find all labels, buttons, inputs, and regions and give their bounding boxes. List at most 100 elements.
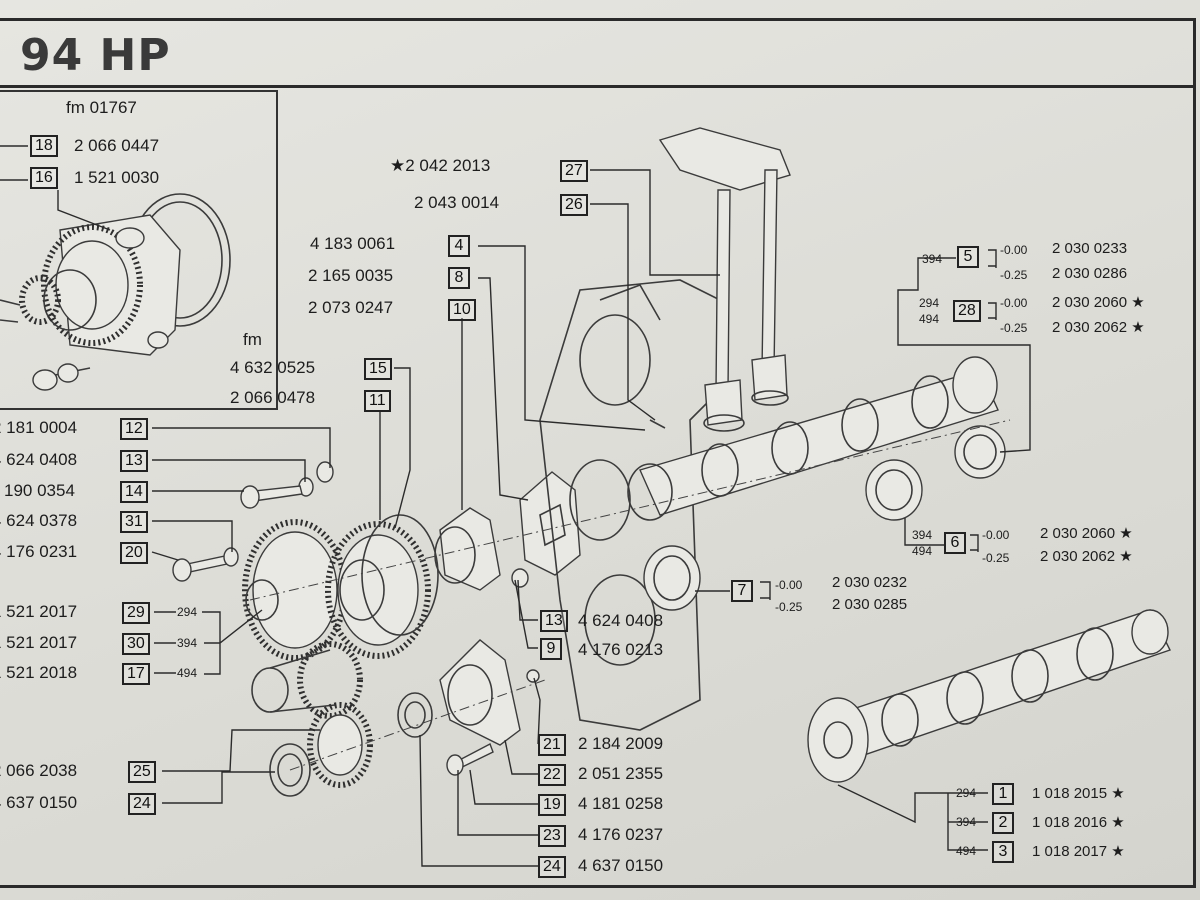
- part-number: 4 637 0150: [578, 856, 664, 875]
- part-number: 2 165 0035: [308, 266, 394, 285]
- ref-box: 13: [540, 610, 568, 632]
- part-number: 1 018 2016 ★: [1032, 813, 1125, 831]
- variant-code: 394: [912, 528, 933, 542]
- part-number: 2 030 0286: [1052, 265, 1128, 282]
- variant-code: 394: [177, 636, 198, 650]
- bushing-7-drawing: [643, 545, 701, 611]
- star-icon: ★: [1111, 785, 1125, 802]
- variant-code: 494: [177, 666, 198, 680]
- ref-box: 18: [30, 135, 58, 157]
- size-code: -0.00: [775, 578, 803, 592]
- part-number: 2 030 0285: [832, 596, 908, 613]
- ref-box: 27: [560, 160, 588, 182]
- part-number: 1 521 2017: [0, 633, 78, 652]
- ref-box: 21: [538, 734, 566, 756]
- part-number: 2 030 2060 ★: [1052, 293, 1145, 311]
- size-code: -0.25: [775, 600, 803, 614]
- ref-box: 16: [30, 167, 58, 189]
- ref-box: 24: [538, 856, 566, 878]
- page-frame: [0, 18, 1196, 888]
- part-number: 1 521 2018: [0, 663, 78, 682]
- part-number: 2 184 2009: [578, 734, 664, 753]
- variant-code: 394: [956, 815, 977, 829]
- ref-box: 26: [560, 194, 588, 216]
- ref-box: 10: [448, 299, 476, 321]
- part-number: 4 632 0525: [230, 358, 316, 377]
- inset-code: fm 01767: [66, 98, 137, 117]
- ref-box: 3: [992, 841, 1014, 863]
- ref-box: 15: [364, 358, 392, 380]
- part-number: 2 030 2062 ★: [1040, 547, 1133, 565]
- part-number: 2 066 0478: [230, 388, 316, 407]
- part-number: 1 018 2015 ★: [1032, 784, 1125, 802]
- part-number: 2 030 2062 ★: [1052, 318, 1145, 336]
- part-number: 2 030 0232: [832, 574, 908, 591]
- part-number: 4 624 0408: [578, 611, 664, 630]
- ref-box: 8: [448, 267, 470, 289]
- ref-box: 24: [128, 793, 156, 815]
- star-icon: ★: [1131, 319, 1145, 336]
- part-number: 2 066 0447: [74, 136, 160, 155]
- ref-box: 22: [538, 764, 566, 786]
- part-number: 4 176 0237: [578, 825, 664, 844]
- ref-box: 25: [128, 761, 156, 783]
- ref-box: 20: [120, 542, 148, 564]
- part-number: 2 043 0014: [414, 193, 500, 212]
- engine-block-drawing: [539, 279, 721, 731]
- rocker-assembly-drawing: [658, 127, 791, 432]
- part-number: 2 042 2013: [405, 156, 491, 175]
- variant-code: 494: [919, 312, 940, 326]
- part-number: 4 183 0061: [310, 234, 396, 253]
- fm-code: fm: [243, 330, 262, 349]
- part-number-text: 2 030 2062: [1040, 548, 1116, 565]
- variant-code: 294: [919, 296, 940, 310]
- starred-part-label: ★2 042 2013: [390, 156, 490, 176]
- part-number: 1 521 2017: [0, 602, 78, 621]
- ref-box: 4: [448, 235, 470, 257]
- part-number: 4 637 0150: [0, 793, 78, 812]
- star-icon: ★: [1119, 525, 1133, 542]
- variant-code: 494: [956, 844, 977, 858]
- size-code: -0.00: [982, 528, 1010, 542]
- size-code: -0.25: [1000, 268, 1028, 282]
- part-number-text: 1 018 2016: [1032, 814, 1108, 831]
- part-number-text: 1 018 2015: [1032, 785, 1108, 802]
- ref-box: 28: [953, 300, 981, 322]
- page-title: 94 HP: [20, 30, 171, 81]
- ref-box: 9: [540, 638, 562, 660]
- ref-box: 7: [731, 580, 753, 602]
- camshaft-lower-drawing: [807, 609, 1171, 783]
- part-number: 4 176 0231: [0, 542, 78, 561]
- part-number: 2 181 0004: [0, 418, 78, 437]
- ref-box: 17: [122, 663, 150, 685]
- part-number: 190 0354: [4, 481, 75, 500]
- size-code: -0.00: [1000, 243, 1028, 257]
- part-number: 2 066 2038: [0, 761, 78, 780]
- variant-code: 394: [922, 252, 943, 266]
- ref-box: 11: [364, 390, 391, 412]
- ref-box: 2: [992, 812, 1014, 834]
- inset-pump-drawing: [0, 193, 231, 391]
- variant-code: 494: [912, 544, 933, 558]
- ref-box: 23: [538, 825, 566, 847]
- part-number: 2 073 0247: [308, 298, 394, 317]
- part-number: 1 521 0030: [74, 168, 160, 187]
- part-number: 2 051 2355: [578, 764, 664, 783]
- part-number: 2 030 2060 ★: [1040, 524, 1133, 542]
- size-code: -0.25: [982, 551, 1010, 565]
- star-icon: ★: [1119, 548, 1133, 565]
- variant-code: 294: [956, 786, 977, 800]
- ref-box: 5: [957, 246, 979, 268]
- left-hardware-drawing: [172, 461, 334, 582]
- part-number-text: 1 018 2017: [1032, 843, 1108, 860]
- part-number: 1 018 2017 ★: [1032, 842, 1125, 860]
- variant-code: 294: [177, 605, 198, 619]
- part-number-text: 2 030 2060: [1040, 525, 1116, 542]
- star-icon: ★: [1111, 843, 1125, 860]
- part-number: 4 624 0408: [0, 450, 78, 469]
- bushing-6-drawing: [865, 459, 923, 521]
- ref-box: 29: [122, 602, 150, 624]
- ref-box: 1: [992, 783, 1014, 805]
